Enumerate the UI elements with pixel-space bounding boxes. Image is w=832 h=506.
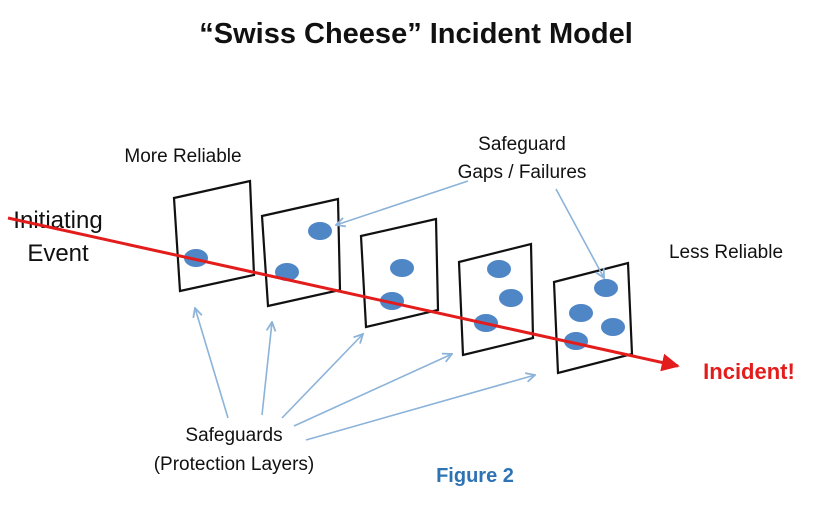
- gaps-label-line2: Gaps / Failures: [458, 162, 587, 183]
- layer-5-hole-1: [594, 279, 618, 297]
- more-reliable-label: More Reliable: [124, 146, 241, 167]
- figure-caption: Figure 2: [436, 465, 514, 487]
- layer-1: [172, 179, 256, 293]
- safeguard-pointer-arrow-5: [305, 375, 535, 441]
- layer-3-hole-1: [390, 259, 414, 277]
- safeguard-pointer-arrow-4: [293, 354, 452, 427]
- layer-4-hole-2: [499, 289, 523, 307]
- layer-2-hole-1: [308, 222, 332, 240]
- diagram-title: “Swiss Cheese” Incident Model: [199, 18, 633, 50]
- gap-pointer-arrow-2: [555, 188, 604, 278]
- incident-label: Incident!: [703, 359, 795, 384]
- safeguards-label-line1: Safeguards: [185, 425, 282, 446]
- layer-1-slice: [172, 179, 256, 293]
- layer-4-hole-1: [487, 260, 511, 278]
- layer-5: [552, 261, 634, 375]
- initiating-label-line2: Event: [27, 240, 89, 267]
- safeguard-pointer-arrow-1: [195, 308, 229, 419]
- safeguard-pointer-arrow-3: [281, 334, 363, 419]
- layer-5-hole-3: [601, 318, 625, 336]
- layer-5-slice: [552, 261, 634, 375]
- layer-5-hole-2: [569, 304, 593, 322]
- layer-4: [457, 242, 535, 357]
- less-reliable-label: Less Reliable: [669, 242, 783, 263]
- incident-trajectory-arrow: [7, 216, 680, 372]
- safeguards-label-line2: (Protection Layers): [154, 454, 315, 475]
- gap-pointer-arrow-1: [336, 180, 469, 225]
- gaps-label-line1: Safeguard: [478, 134, 566, 155]
- layer-2-hole-2: [275, 263, 299, 281]
- safeguard-pointer-arrow-2: [261, 322, 272, 416]
